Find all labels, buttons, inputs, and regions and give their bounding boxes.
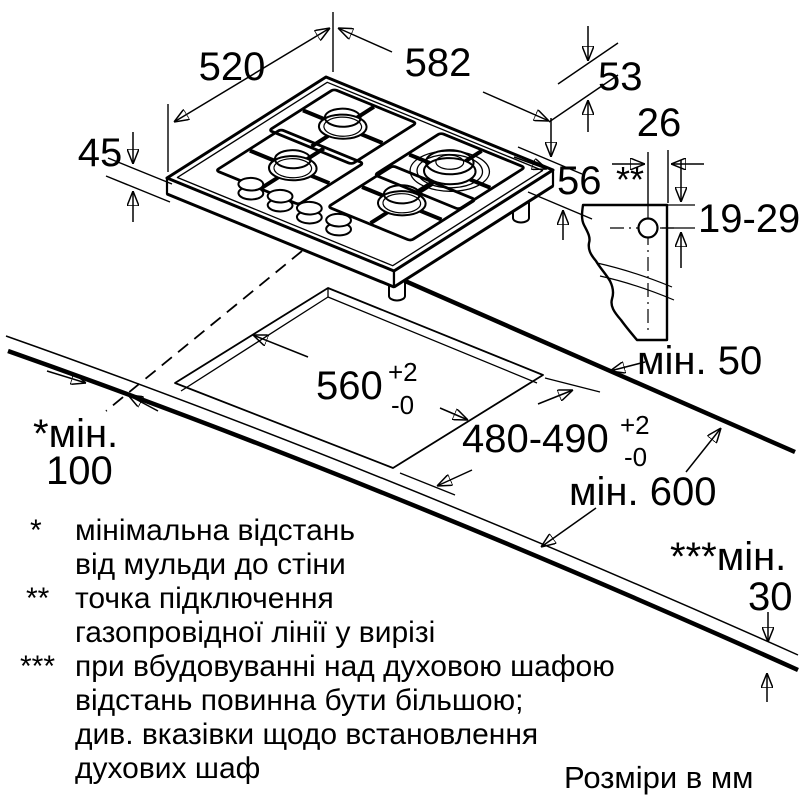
footnote-line: духових шаф [75,752,260,785]
dim-side-label: 53 [598,55,643,99]
dim-min600-arrow [541,507,597,547]
hob-rim-inner [177,82,542,265]
footnote-line: при вбудовуванні над духовою шафою [75,650,615,683]
footnote-marker-3: *** [20,650,55,683]
burner-cap [416,145,483,179]
burner-cap [377,182,427,207]
dim-min50-arrow [610,361,646,371]
worktop-front-top-edge [5,335,799,656]
break-line [599,275,675,301]
dim-min-oven-value-label: 30 [748,575,793,619]
hob-body-bottom-edge-right [393,184,554,289]
cabinet-bracket-outline [580,203,669,342]
dim-min-oven-marker-label: ***мін. [670,535,786,579]
units-note: Розміри в мм [564,760,754,795]
dim-depth-label: 520 [199,45,266,89]
cutout-width-tol-plus: +2 [388,357,418,387]
dim-520-line [174,28,330,122]
dim-width-label: 582 [405,41,472,85]
cutout-width-tol-minus: -0 [391,390,414,420]
hob-top-surface [167,77,553,271]
dimension-lines [46,12,768,702]
connection-marker-label: ** [616,159,644,200]
footnotes: * мінімальна відстань від мульди до стін… [20,514,754,795]
footnote-line: відстань повинна бути більшою; [75,684,523,717]
footnote-marker-2: ** [26,582,50,615]
worktop-view [5,253,799,673]
control-knobs [225,175,365,238]
burner-front-left [255,146,331,185]
burner-cap [268,146,318,171]
dim-height-left-label: 45 [78,131,123,175]
dim-560-line [253,335,309,358]
dim-min-wall-side-label: мін. 50 [637,339,762,383]
dim-min-worktop-label: мін. 600 [569,470,716,514]
dim-cutout-width-label: 560 [316,364,383,408]
dim-min100-arrow [46,370,86,383]
worktop-front-bottom-edge [7,348,799,673]
cutout-outline [174,287,544,469]
gas-connection-detail [580,150,675,342]
gas-connection-hole [637,217,659,239]
dimension-labels: 520 582 53 45 56 26 ** 19-29 560 +2 -0 4… [33,41,800,619]
footnote-line: точка підключення [75,582,334,615]
footnote-line: газопровідної лінії у вирізі [75,616,435,649]
break-line [596,262,673,288]
footnote-line: див. вказівки щодо встановлення [75,718,538,751]
hob-isometric-view [105,77,555,412]
dim-min-rear-marker-label: *мін. [33,412,118,456]
dim-connection-depth-label: 19-29 [698,197,800,241]
projection-dashed-line [105,250,303,412]
wall-edge-line [347,253,796,455]
burner-wok [394,143,505,200]
hob-body-bottom-edge-left [166,192,395,289]
dim-582-line [338,28,393,53]
footnote-marker-1: * [30,514,42,547]
footnote-line: мінімальна відстань [75,514,355,547]
dim-connection-offset-label: 26 [637,101,682,145]
cutout-depth-tol-minus: -0 [624,442,647,472]
dim-480-490-line [537,390,573,405]
hob-rim-outer [167,77,553,271]
dim-height-right-label: 56 [557,159,602,203]
cutout-depth-tol-plus: +2 [620,410,650,440]
dim-cutout-depth-label: 480-490 [462,417,609,461]
dim-min-rear-value-label: 100 [46,449,113,493]
burner-front-right [364,182,440,221]
footnote-line: від мульди до стіни [75,548,346,581]
